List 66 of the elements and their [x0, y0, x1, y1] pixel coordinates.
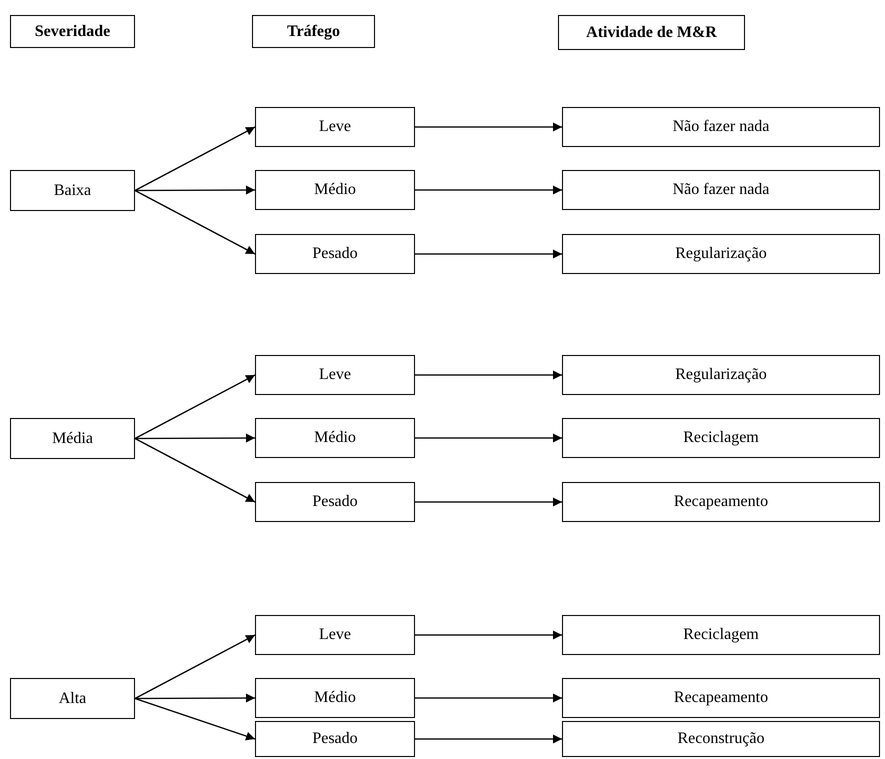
process-box [562, 355, 880, 395]
arrow [415, 734, 562, 744]
box-label: Atividade de M&R [586, 24, 717, 42]
arrow [135, 186, 255, 195]
box-label: Não fazer nada [672, 118, 770, 136]
box-label: Tráfego [286, 22, 340, 40]
process-box [255, 615, 415, 655]
box-label: Não fazer nada [672, 181, 770, 199]
process-box [562, 234, 880, 274]
process-box [10, 170, 135, 211]
box-label: Médio [314, 181, 356, 199]
arrow [134, 634, 256, 700]
process-box [562, 418, 880, 458]
box-label: Pesado [312, 730, 358, 748]
arrow [415, 434, 562, 442]
box-label: Pesado [312, 245, 358, 263]
column-header-box [558, 15, 745, 50]
arrow [134, 698, 256, 740]
process-box [10, 418, 135, 459]
arrow [134, 126, 256, 192]
arrow [135, 434, 255, 443]
process-box [255, 107, 415, 147]
process-box [562, 721, 880, 757]
box-label: Reciclagem [683, 429, 759, 447]
process-box [255, 355, 415, 395]
box-label: Leve [319, 118, 351, 136]
column-header-box [10, 15, 135, 48]
box-label: Pesado [312, 493, 358, 511]
process-box [10, 678, 135, 719]
arrow [415, 630, 562, 640]
box-label: Regularização [675, 366, 767, 384]
arrow [415, 370, 562, 380]
column-header-box [252, 15, 375, 48]
box-label: Leve [319, 626, 351, 644]
process-box [255, 170, 415, 210]
process-box [255, 678, 415, 718]
box-label: Reconstrução [677, 730, 765, 748]
arrow [415, 250, 562, 258]
box-label: Reciclagem [683, 626, 759, 644]
arrow [415, 694, 562, 702]
arrow [415, 498, 562, 506]
arrow [415, 186, 562, 194]
box-label: Regularização [675, 245, 767, 263]
box-label: Leve [319, 366, 351, 384]
process-box [562, 482, 880, 522]
box-label: Médio [314, 429, 356, 447]
process-box [255, 234, 415, 274]
process-box [562, 615, 880, 655]
box-label: Média [52, 430, 93, 448]
process-box [255, 721, 415, 757]
arrow [135, 694, 255, 703]
process-box [255, 418, 415, 458]
process-box [562, 678, 880, 718]
arrow [134, 190, 256, 255]
box-label: Alta [58, 690, 86, 708]
process-box [562, 107, 880, 147]
box-label: Severidade [34, 22, 110, 40]
arrow [134, 374, 256, 440]
box-label: Baixa [54, 182, 92, 200]
box-label: Recapeamento [674, 493, 768, 511]
process-box [562, 170, 880, 210]
box-label: Recapeamento [674, 689, 768, 707]
arrow [415, 122, 562, 132]
box-label: Médio [314, 689, 356, 707]
arrow [134, 438, 256, 503]
process-box [255, 482, 415, 522]
